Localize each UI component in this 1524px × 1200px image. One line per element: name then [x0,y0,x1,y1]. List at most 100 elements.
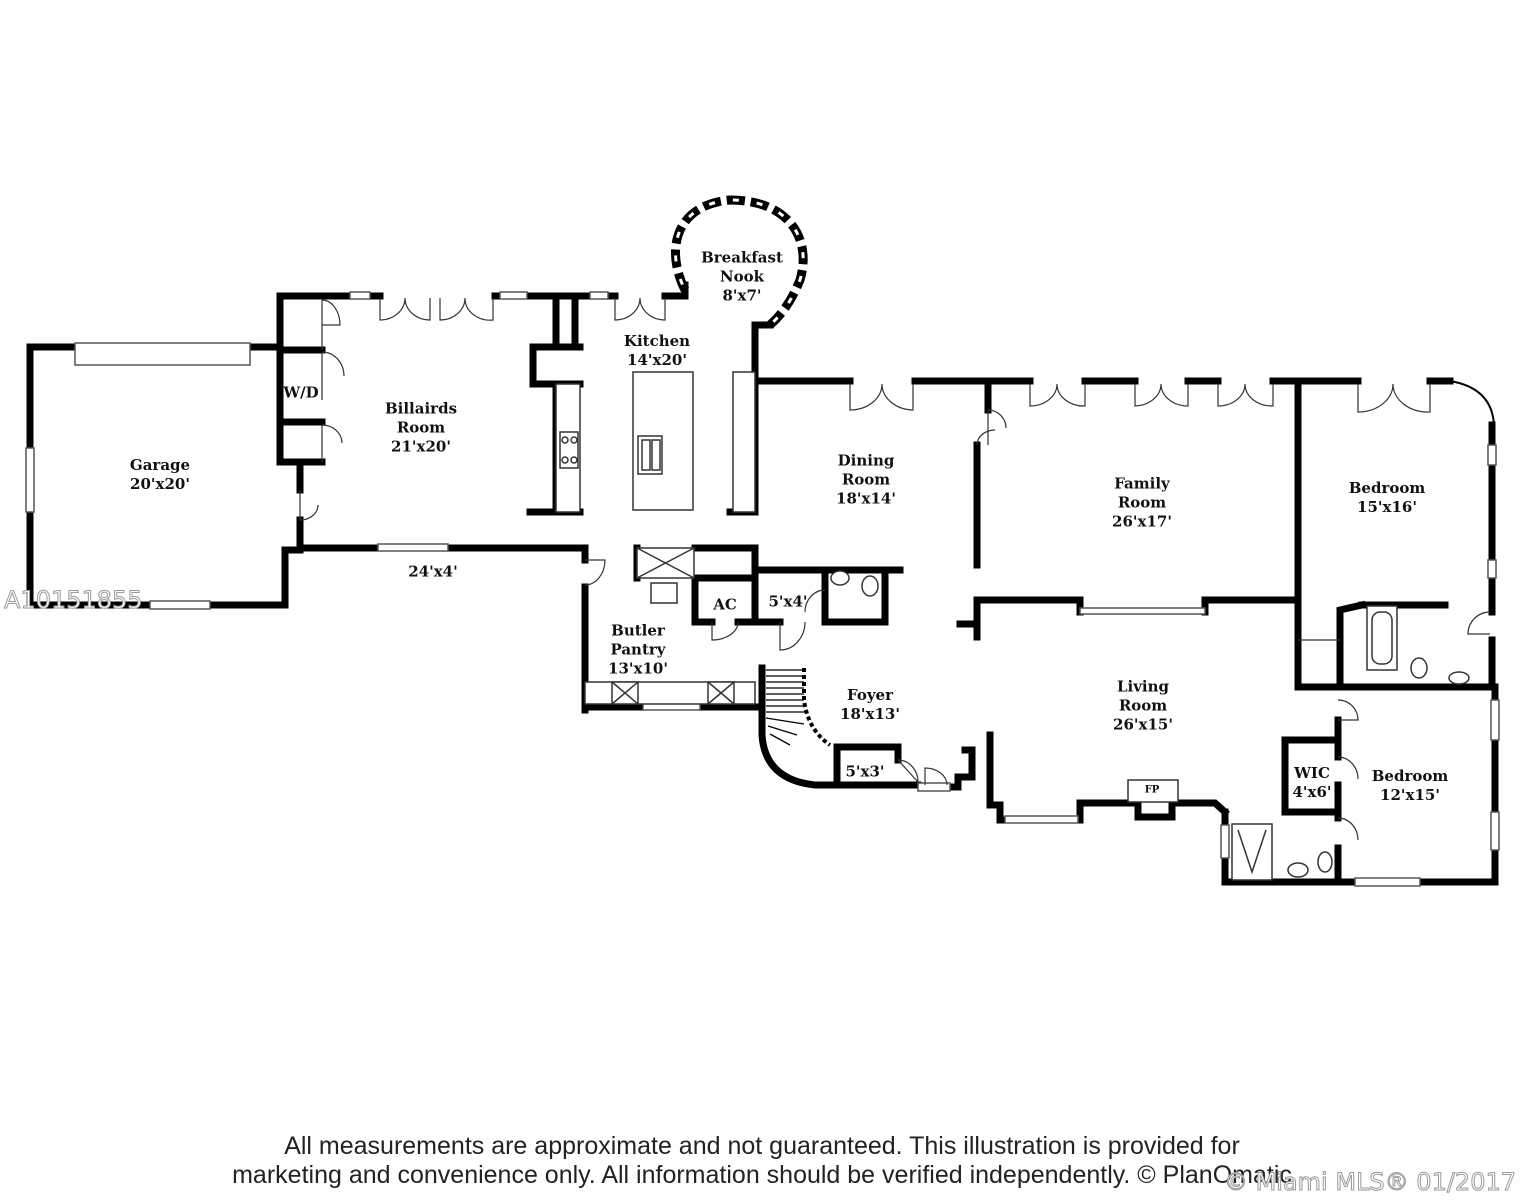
wall [833,743,902,789]
window [1490,699,1500,741]
room-bedroom-2: Bedroom 12'x15' [1372,767,1449,805]
door [976,409,1007,446]
room-bath-small: 5'x4' [768,593,807,612]
room-hall: 24'x4' [408,563,457,582]
door [584,559,606,586]
room-bedroom-1: Bedroom 15'x16' [1349,479,1426,517]
room-wic: WIC 4'x6' [1292,764,1331,802]
room-family: Family Room 26'x17' [1112,475,1172,532]
door [897,759,919,783]
room-living: Living Room 26'x15' [1113,678,1173,735]
door [321,299,341,350]
room-dimension: 26'x15' [1113,715,1173,734]
sink-basin [830,570,850,586]
sink [650,582,678,604]
room-name: Family [1114,474,1170,493]
window [1487,559,1497,579]
window [1220,824,1230,859]
sink-basin [1448,671,1470,685]
room-foyer: Foyer 18'x13' [840,686,900,724]
disclaimer-line: marketing and convenience only. All info… [232,1161,1292,1189]
room-name: Breakfast [701,248,783,267]
room-dimension: 13'x10' [608,659,668,678]
window [349,291,371,300]
room-name: Bedroom [1348,479,1426,497]
room-name: Room [1118,696,1168,715]
room-wd: W/D [283,384,318,403]
window [1487,444,1497,466]
room-dining: Dining Room 18'x14' [836,452,896,509]
window [25,447,35,513]
wall [1201,596,1302,616]
door [299,490,319,521]
room-butler-pantry: Butler Pantry 13'x10' [608,622,668,679]
window [149,600,211,610]
room-dimension: 24'x4' [408,562,458,581]
door [614,297,666,321]
room-name: FP [1144,784,1160,796]
room-dimension: 4'x6' [1292,783,1332,801]
room-name: Foyer [846,686,893,704]
room-name: Kitchen [623,332,691,350]
wall [986,731,1009,824]
wall [758,701,841,789]
wall [1074,799,1230,824]
window [1004,815,1079,824]
room-dimension: 8'x7' [722,286,762,305]
room-breakfast-nook: Breakfast Nook 8'x7' [701,249,783,306]
door [779,589,826,651]
room-dimension: 5'x4' [768,592,808,611]
door [321,424,343,462]
room-dimension: 26'x17' [1112,512,1172,531]
sink [651,439,661,471]
door [1467,611,1491,635]
wall [1336,600,1367,691]
room-name: Pantry [610,640,666,659]
room-name: Butler [611,621,665,640]
wall [691,574,716,626]
room-garage: Garage 20'x20' [130,456,190,494]
curved-wall [1449,380,1495,426]
room-name: Room [1117,493,1167,512]
fireplace [1127,779,1179,803]
door [1337,756,1359,780]
wall [973,596,1084,616]
counter [732,371,756,513]
door [1357,383,1431,413]
room-name: W/D [283,383,319,402]
window [1354,877,1421,887]
room-name: Garage [129,456,191,474]
room-dimension: 5'x3' [845,762,885,781]
window [377,543,449,552]
room-billiards: Billairds Room 21'x20' [385,400,457,457]
room-name: WIC [1294,764,1330,782]
room-name: AC [713,595,737,614]
room-name: Living [1116,677,1170,696]
window [499,291,528,300]
door [439,297,494,321]
room-name: Dining [837,451,895,470]
door [1337,699,1359,721]
sink-basin [1287,862,1309,878]
mls-watermark: © Miami MLS® 01/2017 [1223,1168,1516,1197]
wall [276,292,354,364]
room-dimension: 12'x15' [1380,786,1440,804]
door [1029,383,1086,407]
door [1217,383,1274,407]
wall [529,343,584,388]
toilet [861,575,879,597]
door [379,297,431,321]
wall [1281,736,1342,816]
window [917,782,951,792]
room-dimension: 21'x20' [391,437,451,456]
door [849,383,914,411]
wall [691,544,759,582]
disclaimer-line: All measurements are approximate and not… [284,1132,1240,1160]
listing-id-watermark: A10151855 [4,586,144,615]
window [74,342,251,366]
sink [641,439,651,471]
room-dimension: 20'x20' [130,475,190,493]
fireplace-label: FP [1145,781,1160,800]
room-ac: AC [713,596,737,615]
